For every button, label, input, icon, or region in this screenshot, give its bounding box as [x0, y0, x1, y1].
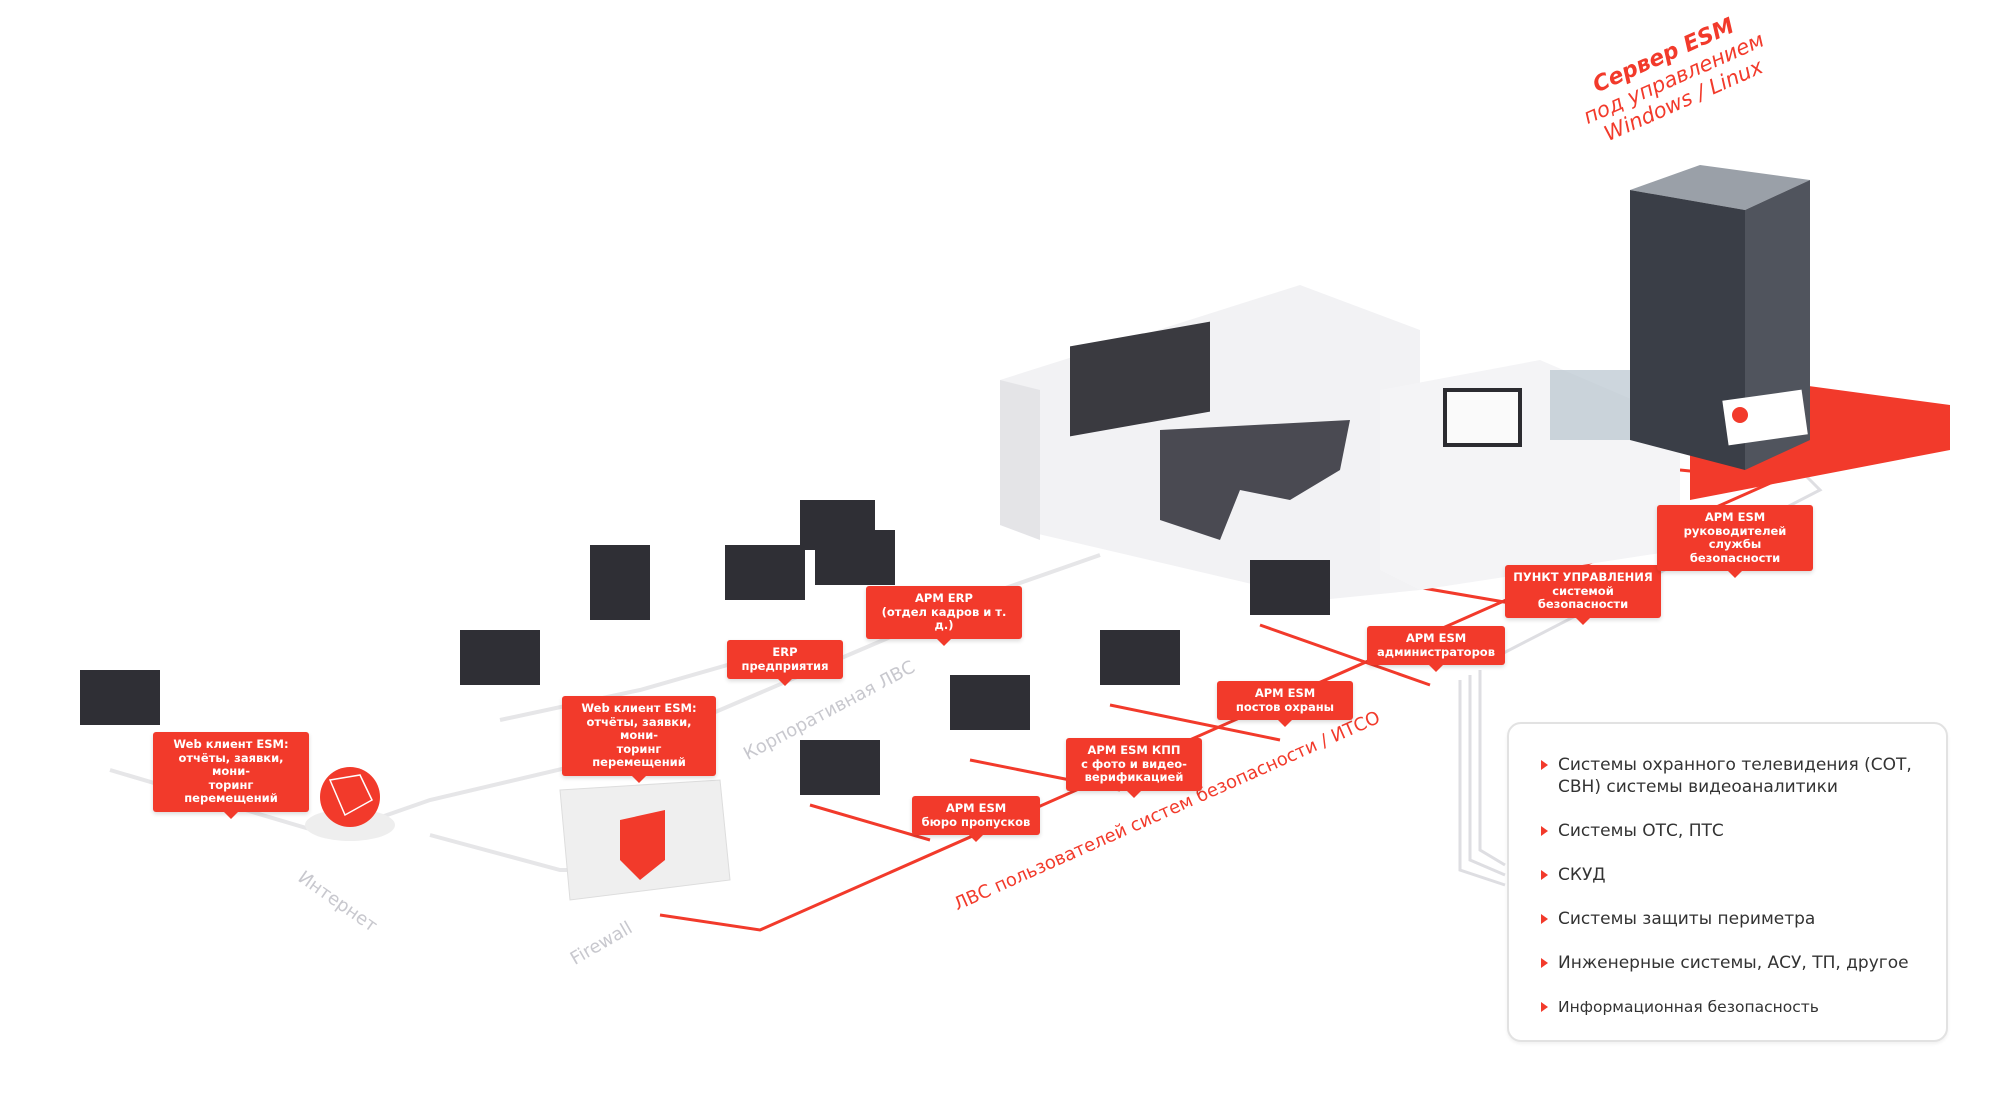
- callout-arm-erp: АРМ ERP (отдел кадров и т. д.): [866, 586, 1022, 645]
- legend-item: Системы ОТС, ПТС: [1541, 820, 1946, 842]
- legend-item: Системы охранного телевидения (СОТ, СВН)…: [1541, 754, 1946, 798]
- legend-item: СКУД: [1541, 864, 1946, 886]
- firewall-icon: [559, 779, 731, 901]
- callout-arm-pass-office: АРМ ESM бюро пропусков: [912, 796, 1040, 842]
- internet-globe-icon: [305, 767, 395, 841]
- callout-erp: ERP предприятия: [727, 640, 843, 686]
- callout-web-client-left: Web клиент ESM: отчёты, заявки, мони- то…: [153, 732, 309, 818]
- callout-control-point: ПУНКТ УПРАВЛЕНИЯ системой безопасности: [1505, 565, 1661, 624]
- callout-arm-managers: АРМ ESM руководителей службы безопасност…: [1657, 505, 1813, 578]
- callout-arm-guard-posts: АРМ ESM постов охраны: [1217, 681, 1353, 727]
- server-rack: [1630, 165, 1810, 470]
- security-room: [1000, 285, 1680, 600]
- systems-legend: Системы охранного телевидения (СОТ, СВН)…: [1507, 722, 1948, 1042]
- legend-item: Инженерные системы, АСУ, ТП, другое: [1541, 952, 1946, 974]
- callout-web-client-corporate: Web клиент ESM: отчёты, заявки, мони- то…: [562, 696, 716, 782]
- legend-item: Информационная безопасность: [1541, 996, 1946, 1018]
- callout-arm-admins: АРМ ESM администраторов: [1367, 626, 1505, 672]
- legend-item: Системы защиты периметра: [1541, 908, 1946, 930]
- callout-arm-checkpoint: АРМ ESM КПП с фото и видео- верификацией: [1066, 738, 1202, 797]
- workstations: [80, 500, 1330, 795]
- systems-list: Системы охранного телевидения (СОТ, СВН)…: [1509, 724, 1946, 1018]
